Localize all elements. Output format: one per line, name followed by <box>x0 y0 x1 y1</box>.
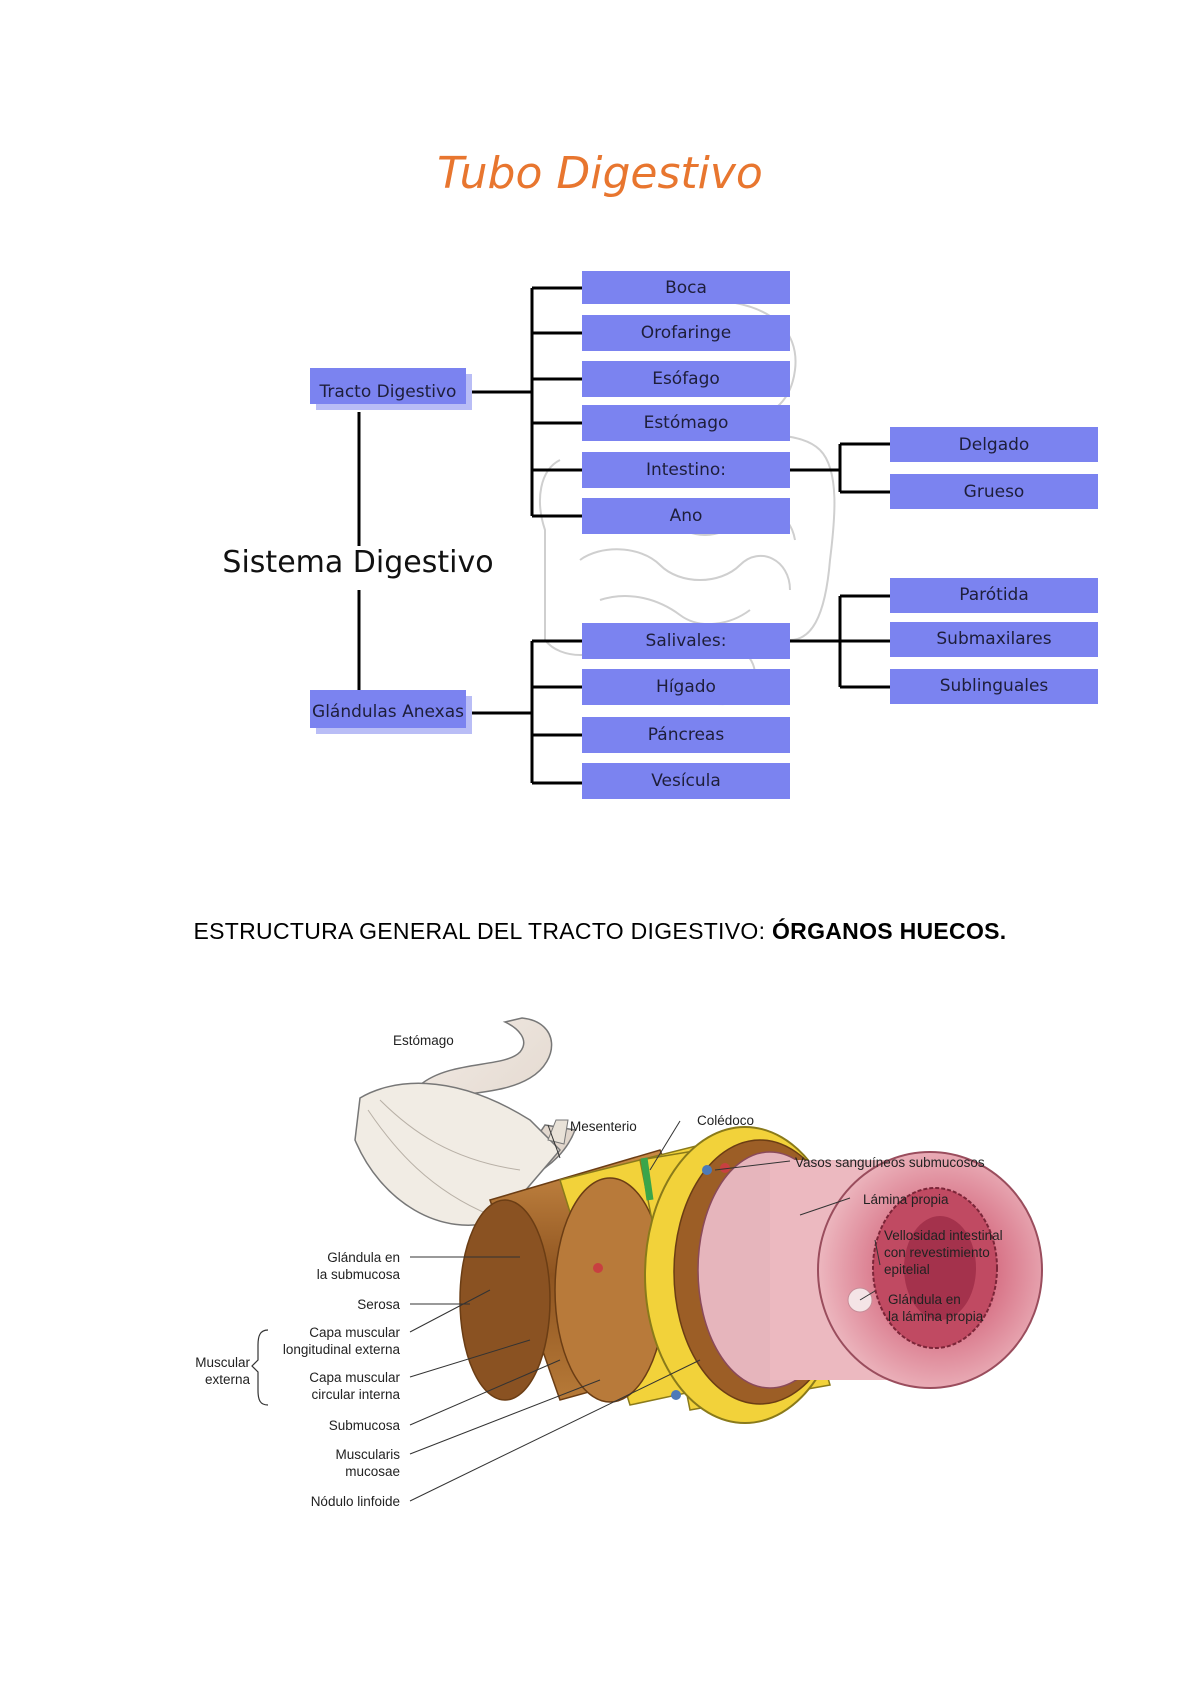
svg-text:Boca: Boca <box>665 278 707 298</box>
muscular-externa-brace <box>251 1329 269 1406</box>
node-glandulas-anexas: Glándulas Anexas <box>310 690 472 734</box>
label-lamina: Lámina propia <box>863 1192 949 1207</box>
label-muscularis-2: mucosae <box>345 1464 400 1479</box>
label-estomago: Estómago <box>393 1033 454 1048</box>
svg-text:Submaxilares: Submaxilares <box>936 629 1051 649</box>
page-title: Tubo Digestivo <box>437 148 763 199</box>
label-mesenterio: Mesenterio <box>570 1119 637 1134</box>
node-salivales: Salivales: <box>582 623 790 659</box>
svg-text:Sublinguales: Sublinguales <box>940 676 1049 696</box>
label-submucosa: Submucosa <box>329 1418 401 1433</box>
label-vellosidad-3: epitelial <box>884 1262 930 1277</box>
stomach-drawing <box>393 1017 577 1192</box>
node-tracto-digestivo: Tracto Digestivo <box>310 368 472 410</box>
node-higado: Hígado <box>582 669 790 705</box>
concept-map: Sistema Digestivo Tracto Digestivo Glánd… <box>222 271 1098 799</box>
node-orofaringe: Orofaringe <box>582 315 790 351</box>
label-vellosidad-1: Vellosidad intestinal <box>884 1228 1003 1243</box>
node-pancreas: Páncreas <box>582 717 790 753</box>
label-muscular-ext-2: externa <box>205 1372 251 1387</box>
node-submaxilares: Submaxilares <box>890 622 1098 657</box>
label-glandula-sub-1: Glándula en <box>327 1250 400 1265</box>
label-serosa: Serosa <box>357 1297 400 1312</box>
node-estomago: Estómago <box>582 405 790 441</box>
label-glandula-sub-2: la submucosa <box>317 1267 401 1282</box>
root-label: Sistema Digestivo <box>222 545 493 580</box>
svg-text:Estómago: Estómago <box>644 413 729 433</box>
label-nodulo: Nódulo linfoide <box>311 1494 400 1509</box>
label-glandula-lamina-2: la lámina propia <box>888 1309 984 1324</box>
svg-text:Parótida: Parótida <box>959 585 1029 605</box>
svg-text:Páncreas: Páncreas <box>648 725 725 745</box>
label-muscular-ext-1: Muscular <box>195 1355 250 1370</box>
label-coledoco: Colédoco <box>697 1113 754 1128</box>
label-capa-circ-2: circular interna <box>311 1387 400 1402</box>
node-parotida: Parótida <box>890 578 1098 613</box>
mesentery-drawing <box>354 1082 569 1226</box>
intestine-cylinder <box>459 1126 1043 1424</box>
label-glandula-lamina-1: Glándula en <box>888 1292 961 1307</box>
node-label: Tracto Digestivo <box>319 382 457 402</box>
node-boca: Boca <box>582 271 790 304</box>
svg-text:Esófago: Esófago <box>652 369 720 389</box>
section-heading-text: ESTRUCTURA GENERAL DEL TRACTO DIGESTIVO: <box>193 918 772 944</box>
section-heading: ESTRUCTURA GENERAL DEL TRACTO DIGESTIVO:… <box>0 918 1200 945</box>
node-intestino: Intestino: <box>582 452 790 488</box>
node-delgado: Delgado <box>890 427 1098 462</box>
svg-text:Hígado: Hígado <box>656 677 716 697</box>
svg-text:Delgado: Delgado <box>959 435 1030 455</box>
svg-text:Grueso: Grueso <box>964 482 1025 502</box>
svg-text:Ano: Ano <box>670 506 703 526</box>
svg-text:Salivales:: Salivales: <box>646 631 727 651</box>
illustration-labels: Estómago Mesenterio Colédoco Vasos sangu… <box>195 1033 1002 1509</box>
node-esofago: Esófago <box>582 361 790 397</box>
svg-text:Intestino:: Intestino: <box>646 460 726 480</box>
label-capa-circ-1: Capa muscular <box>309 1370 400 1385</box>
svg-text:Vesícula: Vesícula <box>651 771 721 791</box>
label-vasos: Vasos sanguíneos submucosos <box>795 1155 985 1170</box>
node-vesicula: Vesícula <box>582 763 790 799</box>
node-grueso: Grueso <box>890 474 1098 509</box>
label-capa-long-1: Capa muscular <box>309 1325 400 1340</box>
label-muscularis-1: Muscularis <box>335 1447 400 1462</box>
node-ano: Ano <box>582 498 790 534</box>
label-leader-lines <box>409 1120 881 1502</box>
label-capa-long-2: longitudinal externa <box>283 1342 401 1357</box>
node-sublinguales: Sublinguales <box>890 669 1098 704</box>
label-vellosidad-2: con revestimiento <box>884 1245 990 1260</box>
connector-lines <box>357 286 890 785</box>
section-heading-bold: ÓRGANOS HUECOS. <box>771 918 1007 944</box>
svg-text:Orofaringe: Orofaringe <box>641 323 732 343</box>
node-label: Glándulas Anexas <box>312 702 464 722</box>
